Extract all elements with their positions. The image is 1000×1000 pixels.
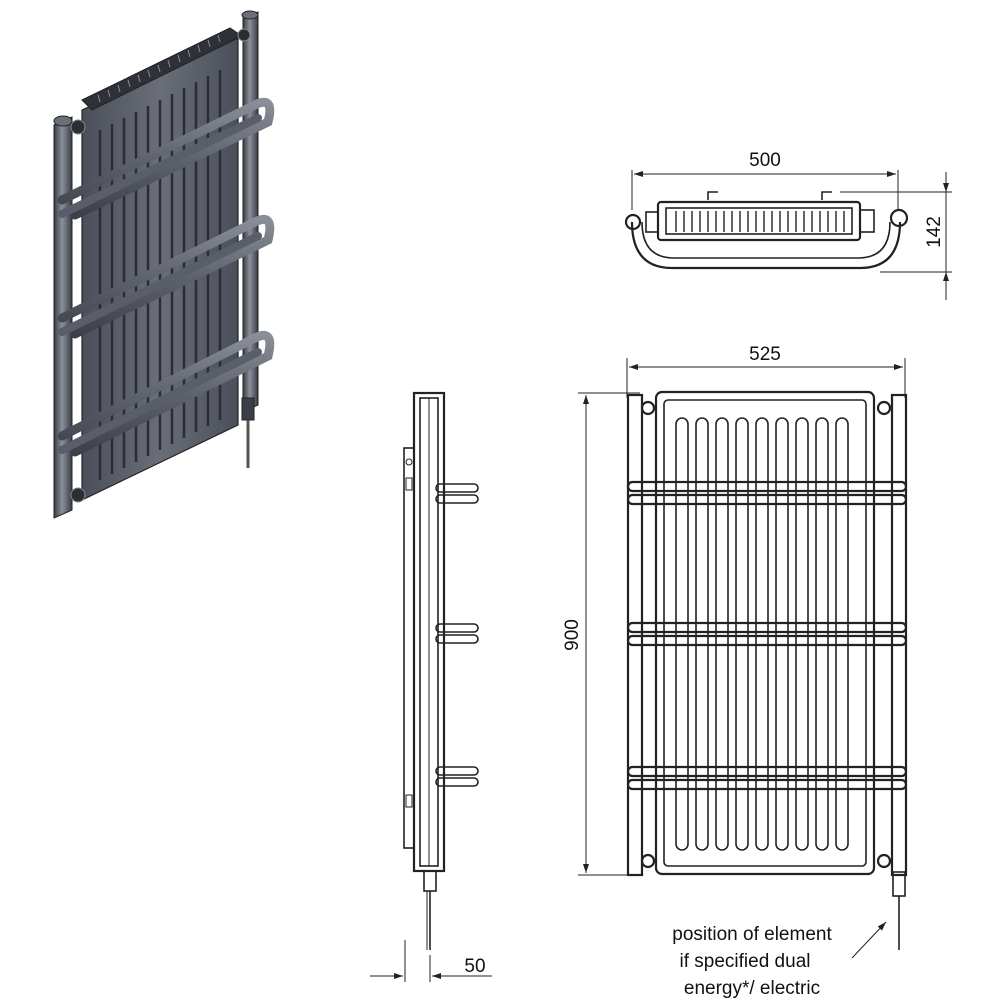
- front-view-bars: [626, 480, 908, 791]
- dim-top-width: 500: [749, 150, 781, 171]
- side-view: [370, 391, 492, 982]
- dim-front-height: 900: [562, 619, 583, 651]
- front-view: [578, 358, 908, 959]
- front-view-flutes: [675, 417, 849, 851]
- top-view-slats: [675, 211, 845, 232]
- dim-top-depth: 142: [924, 216, 945, 248]
- dim-front-width: 525: [749, 344, 781, 365]
- dim-side-depth: 50: [464, 956, 485, 977]
- top-view: [624, 170, 952, 300]
- side-view-bars: [435, 483, 479, 787]
- top-grille-slats: [97, 34, 221, 103]
- isometric-render: [53, 10, 275, 519]
- note-line-2: if specified dual: [680, 951, 811, 972]
- note-line-1: position of element: [672, 924, 832, 945]
- note-line-3: energy*/ electric: [684, 978, 820, 999]
- towel-bars: [57, 97, 275, 457]
